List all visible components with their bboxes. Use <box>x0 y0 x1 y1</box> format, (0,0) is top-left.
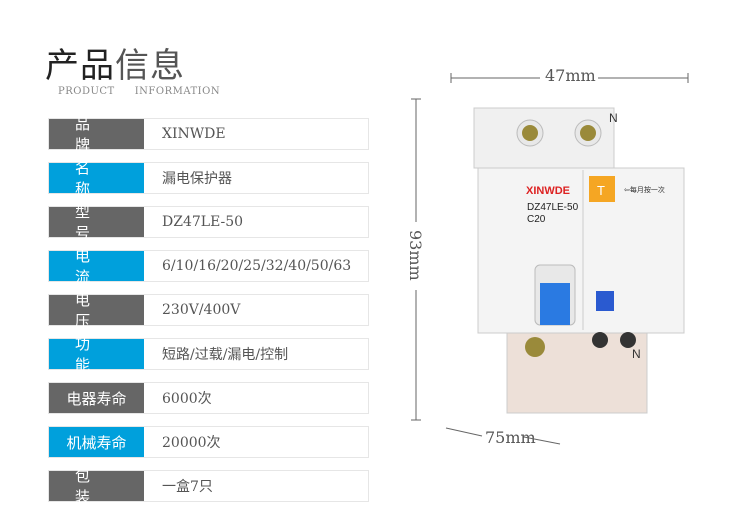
toggle-lever <box>540 283 570 325</box>
spec-label: 机械寿命 <box>49 427 144 457</box>
spec-value: 短路/过载/漏电/控制 <box>162 347 289 363</box>
spec-value: 一盒7只 <box>162 479 213 495</box>
spec-row: 包装 一盒7只 <box>48 467 369 506</box>
breaker-bottom-body <box>506 332 648 414</box>
spec-value: DZ47LE-50 <box>162 214 244 230</box>
test-note: ⇦每月按一次 <box>624 185 665 194</box>
terminal-n-top: N <box>609 111 618 125</box>
spec-row: 电压 230V/400V <box>48 291 369 330</box>
page-title: 产品信息 <box>45 38 185 87</box>
terminal-n-bottom: N <box>632 347 641 361</box>
spec-row: 名称 漏电保护器 <box>48 159 369 198</box>
spec-value: 20000次 <box>162 435 221 451</box>
spec-value: 6000次 <box>162 391 212 407</box>
brand-logo: XINWDE <box>526 185 570 197</box>
title-light: 信息 <box>115 46 185 86</box>
model-text: DZ47LE-50 <box>527 202 579 213</box>
spec-label: 名称 <box>49 159 144 198</box>
height-dimension: 93mm <box>406 230 425 281</box>
spec-label: 包装 <box>49 467 144 506</box>
spec-row: 功能 短路/过载/漏电/控制 <box>48 335 369 374</box>
spec-row: 品牌 XINWDE <box>48 115 369 154</box>
breaker-front-body <box>477 167 685 334</box>
breaker-top-body <box>473 107 615 169</box>
spec-label: 电流 <box>49 247 144 286</box>
screw-terminal-icon <box>516 119 544 147</box>
spec-label: 功能 <box>49 335 144 374</box>
spec-row: 电流 6/10/16/20/25/32/40/50/63 <box>48 247 369 286</box>
spec-label: 型号 <box>49 203 144 242</box>
spec-label: 电压 <box>49 291 144 330</box>
spec-row: 机械寿命 20000次 <box>48 426 369 458</box>
title-dark: 产品 <box>45 46 115 86</box>
screw-terminal-icon <box>574 119 602 147</box>
test-button-label: T <box>597 183 605 198</box>
spec-row: 电器寿命 6000次 <box>48 382 369 414</box>
depth-line-left <box>445 427 483 437</box>
screw-terminal-icon <box>525 337 545 357</box>
spec-value: 230V/400V <box>162 302 241 318</box>
page-subtitle: PRODUCT INFORMATION <box>58 86 240 97</box>
rating-text: C20 <box>527 214 546 225</box>
spec-label: 电器寿命 <box>49 383 144 413</box>
spec-row: 型号 DZ47LE-50 <box>48 203 369 242</box>
depth-dimension: 75mm <box>485 428 536 447</box>
spec-value: XINWDE <box>162 126 226 142</box>
test-button <box>589 176 615 202</box>
spec-label: 品牌 <box>49 115 144 154</box>
spec-value: 6/10/16/20/25/32/40/50/63 <box>162 258 352 274</box>
subtitle-product: PRODUCT <box>58 86 115 97</box>
width-dimension: 47mm <box>545 66 596 85</box>
subtitle-information: INFORMATION <box>134 86 221 97</box>
indicator-window <box>596 291 614 311</box>
spec-value: 漏电保护器 <box>162 171 232 187</box>
